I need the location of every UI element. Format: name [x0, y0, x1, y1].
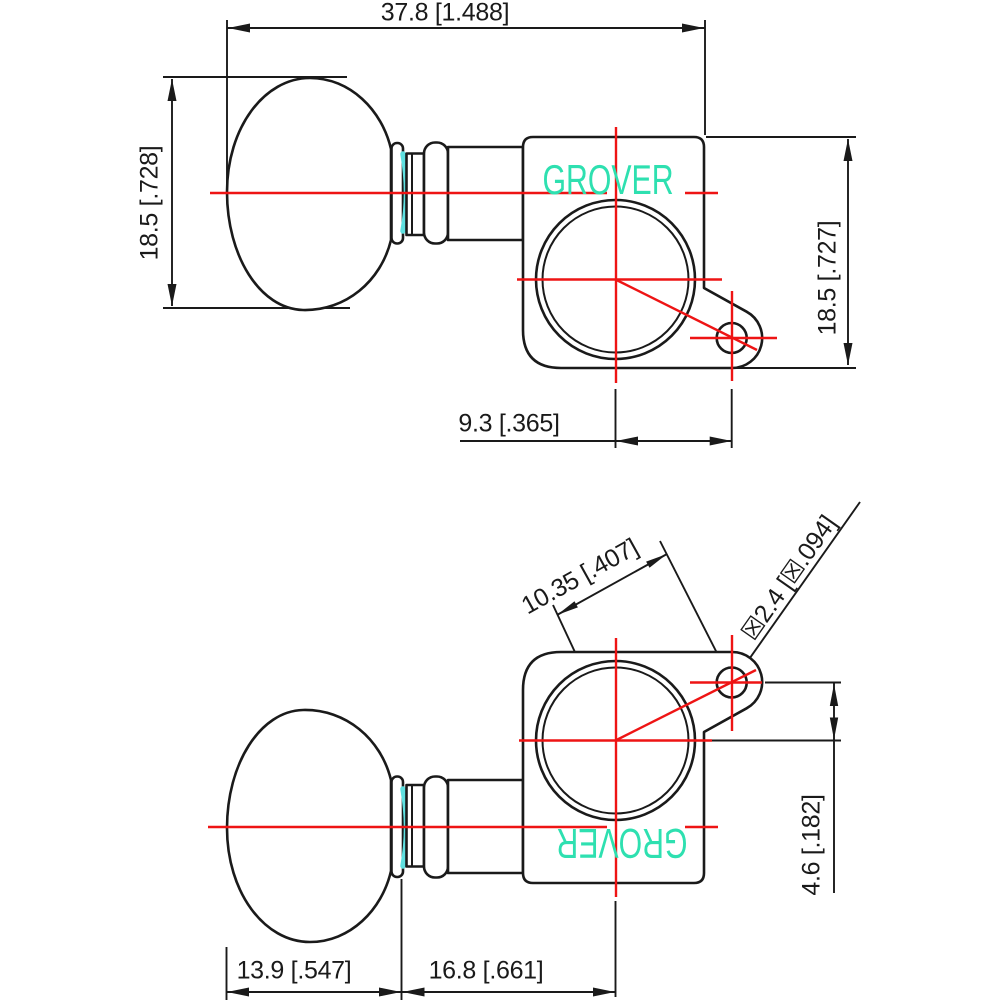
bottom-tuner-body	[225, 650, 764, 944]
dim-post-offset-label: 9.3 [.365]	[458, 409, 560, 438]
dim-housing-height-label: 18.5 [.727]	[813, 220, 842, 336]
bottom-centerlines	[208, 635, 762, 897]
dim-overall-width-label: 37.8 [1.488]	[380, 0, 510, 27]
bottom-shaft-step	[405, 783, 426, 868]
bottom-housing	[521, 650, 764, 885]
top-housing	[521, 135, 764, 370]
brand-logo-top: GROVER	[542, 156, 674, 203]
dim-knob-length-label: 13.9 [.547]	[236, 956, 352, 985]
dim-shaft-length-label: 16.8 [.661]	[428, 956, 544, 985]
dim-knob-height-label: 18.5 [.728]	[135, 145, 164, 261]
top-tuner-body	[225, 76, 764, 370]
dim-hole-vertical-offset-label: 4.6 [.182]	[797, 794, 826, 896]
top-view	[163, 20, 856, 448]
top-centerlines	[210, 127, 777, 383]
top-shaft-step	[405, 152, 426, 237]
top-dimension-lines	[163, 20, 856, 448]
brand-logo-bottom: GROVER	[556, 820, 688, 867]
bottom-view	[208, 501, 861, 1000]
